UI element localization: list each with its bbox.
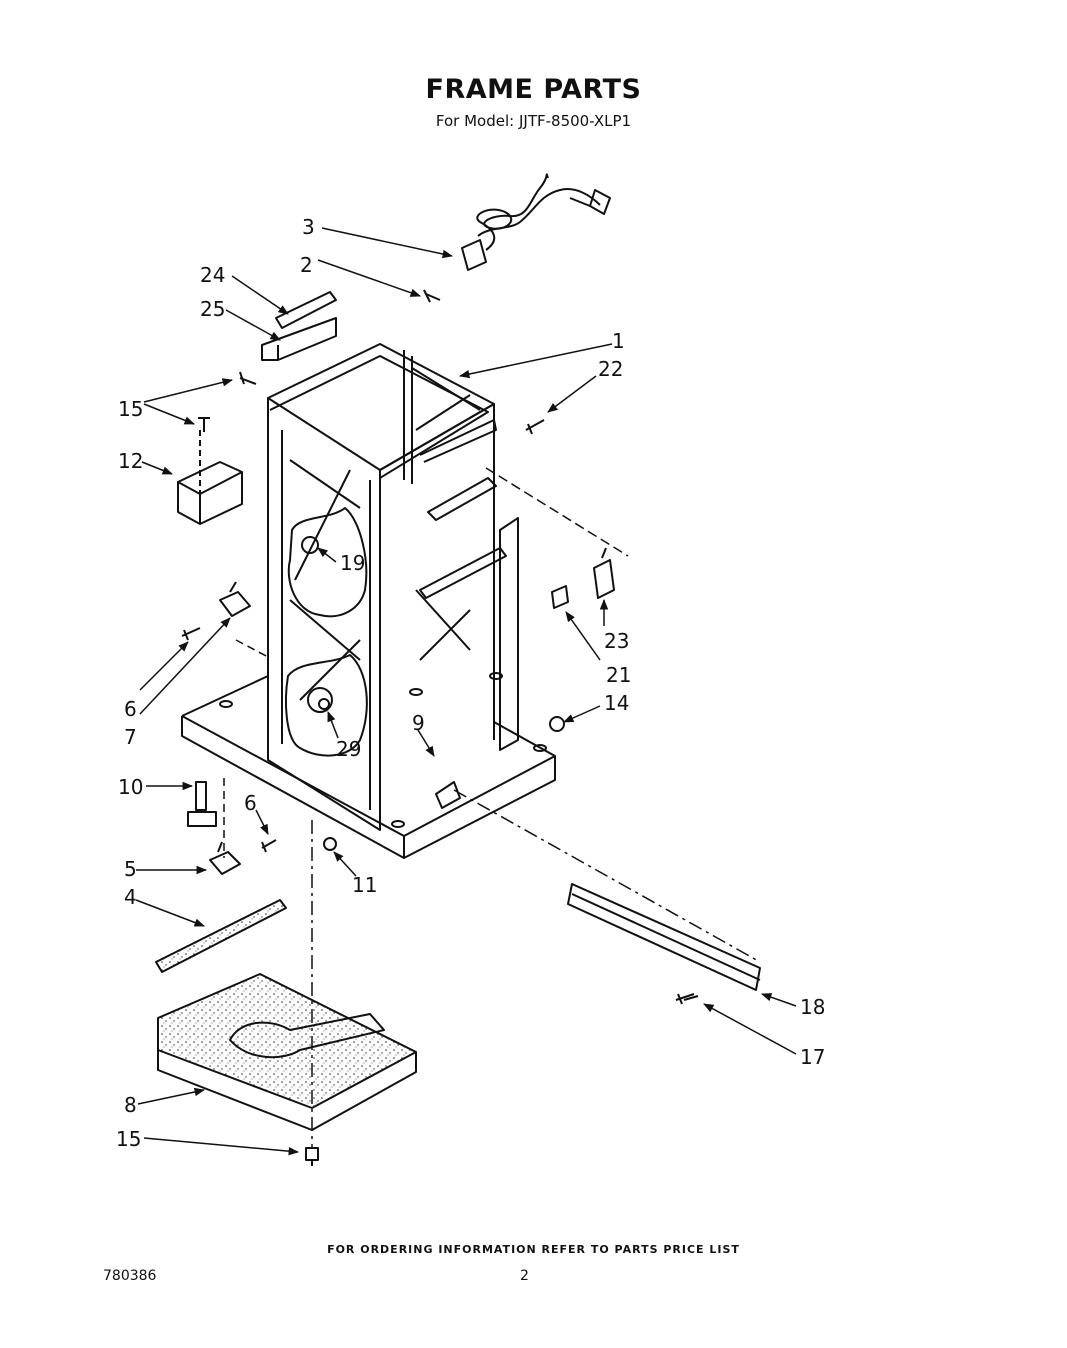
callout-label: 15: [116, 1127, 141, 1151]
callout-label: 23: [604, 629, 629, 653]
bottom-plate-part: [157, 973, 417, 1109]
strip-part-4: [155, 899, 287, 973]
switch-part-7: [219, 581, 251, 617]
switch-part-23: [593, 547, 615, 599]
model-subtitle: For Model: JJTF-8500-XLP1: [435, 112, 632, 130]
main-frame: [267, 343, 519, 831]
document-number: 780386: [103, 1268, 157, 1284]
callout-label: 6: [244, 791, 257, 815]
strip-part: [275, 291, 337, 329]
callout-label: 4: [124, 885, 137, 909]
callout-label: 25: [200, 297, 225, 321]
callout-label: 22: [598, 357, 623, 381]
callout-label: 29: [336, 737, 361, 761]
callout-label: 15: [118, 397, 143, 421]
screw-part: [423, 289, 441, 303]
callout-label: 11: [352, 873, 377, 897]
foot-part: [187, 781, 217, 827]
callout-label: 21: [606, 663, 631, 687]
nut-part: [323, 837, 337, 851]
callout-label: 18: [800, 995, 825, 1019]
callout-label: 1: [612, 329, 625, 353]
page-number: 2: [520, 1268, 529, 1284]
callout-label: 6: [124, 697, 137, 721]
ordering-note: FOR ORDERING INFORMATION REFER TO PARTS …: [327, 1243, 740, 1256]
screw-part: [239, 371, 257, 385]
callout-label: 14: [604, 691, 629, 715]
callout-label: 24: [200, 263, 225, 287]
screw-part: [305, 1147, 319, 1166]
screw-part: [675, 993, 695, 1005]
switch-part-5: [209, 841, 241, 875]
callout-label: 7: [124, 725, 137, 749]
rail-part: [567, 883, 761, 991]
bracket-part: [261, 317, 337, 361]
callout-label: 9: [412, 711, 425, 735]
callout-label: 17: [800, 1045, 825, 1069]
shield-part: [177, 461, 243, 525]
callout-label: 8: [124, 1093, 137, 1117]
nut-part: [549, 716, 565, 732]
callout-label: 5: [124, 857, 137, 881]
page-title: FRAME PARTS: [425, 74, 642, 105]
power-cord-part: [461, 173, 611, 271]
callout-label: 19: [340, 551, 365, 575]
callout-label: 3: [302, 215, 315, 239]
screw-part: [525, 419, 545, 435]
base-plate: [181, 672, 556, 859]
callout-label: 10: [118, 775, 143, 799]
bracket-part-21: [551, 585, 569, 609]
callout-label: 12: [118, 449, 143, 473]
screw-part: [181, 627, 201, 641]
grommet-part: [435, 781, 461, 809]
callout-label: 2: [300, 253, 313, 277]
screw-part: [261, 839, 277, 853]
screw-part: [198, 417, 210, 432]
